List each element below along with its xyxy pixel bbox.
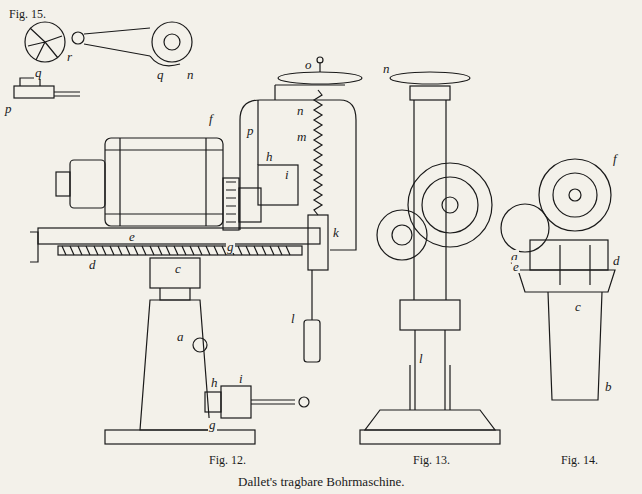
- callout-letter: d: [612, 254, 621, 267]
- callout-letter: f: [208, 112, 214, 125]
- callout-letter: i: [284, 168, 290, 181]
- callout-letter: l: [418, 352, 424, 365]
- callout-letter: l: [290, 312, 296, 325]
- callout-letter: g: [208, 418, 217, 431]
- callout-letter: p: [4, 102, 13, 115]
- callout-letter: q: [156, 68, 165, 81]
- callout-letter: r: [66, 50, 73, 63]
- callout-letter: q: [34, 66, 43, 79]
- callout-letter: e: [128, 230, 136, 243]
- callout-letter: h: [265, 150, 274, 163]
- callout-letter: c: [574, 300, 582, 313]
- callout-letter: m: [296, 130, 307, 143]
- figure-number: Fig. 15.: [8, 8, 47, 20]
- figure-number: Fig. 12.: [208, 454, 247, 466]
- callout-letter: b: [604, 380, 613, 393]
- callout-letter: n: [186, 68, 195, 81]
- callout-letter: n: [296, 104, 305, 117]
- callout-letter: f: [612, 152, 618, 165]
- callout-letter: e: [512, 260, 520, 273]
- callout-letter: d: [88, 258, 97, 271]
- figure-caption: Dallet's tragbare Bohrmaschine.: [238, 474, 405, 490]
- callout-letter: a: [176, 330, 185, 343]
- figure-number: Fig. 13.: [412, 454, 451, 466]
- callout-letter: n: [382, 62, 391, 75]
- callout-letter: k: [332, 226, 340, 239]
- callout-letter: i: [238, 372, 244, 385]
- callout-letter: o: [304, 58, 313, 71]
- callout-letter: h: [210, 376, 219, 389]
- callout-letter: g: [226, 240, 235, 253]
- callout-letter: c: [174, 262, 182, 275]
- figure-number: Fig. 14.: [560, 454, 599, 466]
- callout-letter: p: [246, 124, 255, 137]
